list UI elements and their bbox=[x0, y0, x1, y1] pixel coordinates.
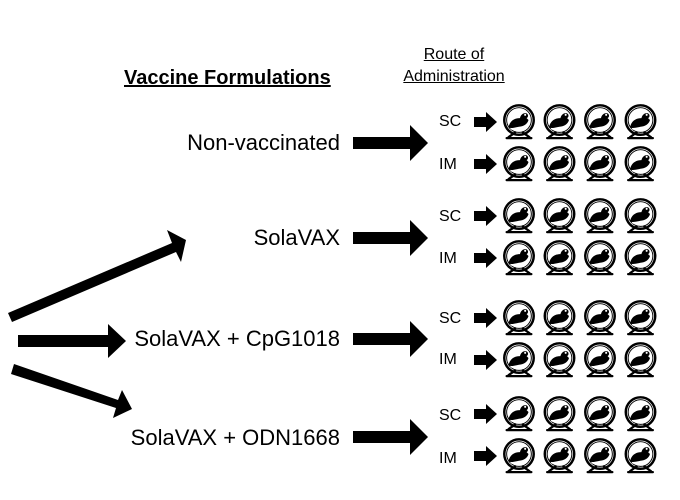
hamster-wheel-icon bbox=[584, 146, 616, 182]
formulation-label-non-vaccinated: Non-vaccinated bbox=[187, 130, 340, 155]
route-label-im: IM bbox=[439, 156, 457, 173]
hamster-wheel-icon bbox=[503, 396, 535, 432]
route-heading-line-1: Route of bbox=[423, 46, 485, 63]
route-label-im: IM bbox=[439, 450, 457, 467]
formulation-label-solavax-odn1668: SolaVAX + ODN1668 bbox=[130, 425, 340, 450]
hamster-wheel-icon bbox=[503, 198, 535, 234]
route-label-im: IM bbox=[439, 250, 457, 267]
arrow-right-icon bbox=[353, 220, 428, 256]
hamster-wheel-icon bbox=[624, 342, 657, 378]
hamster-wheel-icon bbox=[624, 438, 657, 474]
hamster-wheel-icon bbox=[624, 396, 657, 432]
route-heading-line-2: Administration bbox=[403, 68, 505, 85]
arrow-right-icon bbox=[474, 154, 497, 174]
hamster-wheel-icon bbox=[584, 438, 616, 474]
hamster-wheel-icon bbox=[543, 198, 576, 234]
hamster-wheel-icon bbox=[584, 240, 616, 276]
arrow-right-icon bbox=[8, 230, 186, 322]
vaccine-formulations-heading: Vaccine Formulations bbox=[124, 67, 331, 89]
route-label-sc: SC bbox=[439, 208, 462, 225]
hamster-wheel-icon bbox=[584, 198, 616, 234]
hamster-wheel-icon bbox=[584, 104, 616, 140]
arrow-right-icon bbox=[474, 350, 497, 370]
hamster-wheel-icon bbox=[543, 396, 576, 432]
hamster-wheel-icon bbox=[543, 104, 576, 140]
hamster-wheel-icon bbox=[584, 396, 616, 432]
hamster-wheel-icon bbox=[543, 342, 576, 378]
hamster-wheel-icon bbox=[503, 146, 535, 182]
arrow-right-icon bbox=[474, 308, 497, 328]
hamster-wheel-icon bbox=[624, 300, 657, 336]
hamster-wheel-icon bbox=[543, 438, 576, 474]
arrow-right-icon bbox=[474, 248, 497, 268]
arrow-right-icon bbox=[353, 321, 428, 357]
arrow-right-icon bbox=[353, 125, 428, 161]
arrow-right-icon bbox=[474, 446, 497, 466]
hamster-wheel-icon bbox=[503, 300, 535, 336]
hamster-wheel-icon bbox=[624, 198, 657, 234]
arrow-right-icon bbox=[353, 419, 428, 455]
arrow-right-icon bbox=[11, 364, 132, 418]
arrow-right-icon bbox=[18, 324, 126, 358]
big-arrows bbox=[8, 230, 186, 418]
route-label-sc: SC bbox=[439, 310, 462, 327]
hamster-wheel-icon bbox=[543, 240, 576, 276]
hamster-wheel-icon bbox=[624, 146, 657, 182]
hamster-wheel-icon bbox=[503, 438, 535, 474]
hamster-wheel-icon bbox=[584, 342, 616, 378]
route-label-sc: SC bbox=[439, 407, 462, 424]
hamster-wheel-icon bbox=[503, 104, 535, 140]
hamster-wheel-icon bbox=[503, 240, 535, 276]
hamster-wheel-icon bbox=[543, 300, 576, 336]
route-rows bbox=[474, 104, 657, 474]
hamster-wheel-icon bbox=[543, 146, 576, 182]
arrow-right-icon bbox=[474, 206, 497, 226]
arrow-right-icon bbox=[474, 404, 497, 424]
route-label-sc: SC bbox=[439, 113, 462, 130]
arrow-right-icon bbox=[474, 112, 497, 132]
route-of-administration-heading: Route of Administration bbox=[392, 44, 516, 88]
hamster-wheel-icon bbox=[503, 342, 535, 378]
formulation-label-solavax: SolaVAX bbox=[253, 225, 340, 250]
formulation-label-solavax-cpg1018: SolaVAX + CpG1018 bbox=[134, 326, 340, 351]
hamster-wheel-icon bbox=[624, 240, 657, 276]
route-label-im: IM bbox=[439, 351, 457, 368]
hamster-wheel-icon bbox=[624, 104, 657, 140]
formulation-arrows bbox=[353, 125, 428, 455]
hamster-wheel-icon bbox=[584, 300, 616, 336]
